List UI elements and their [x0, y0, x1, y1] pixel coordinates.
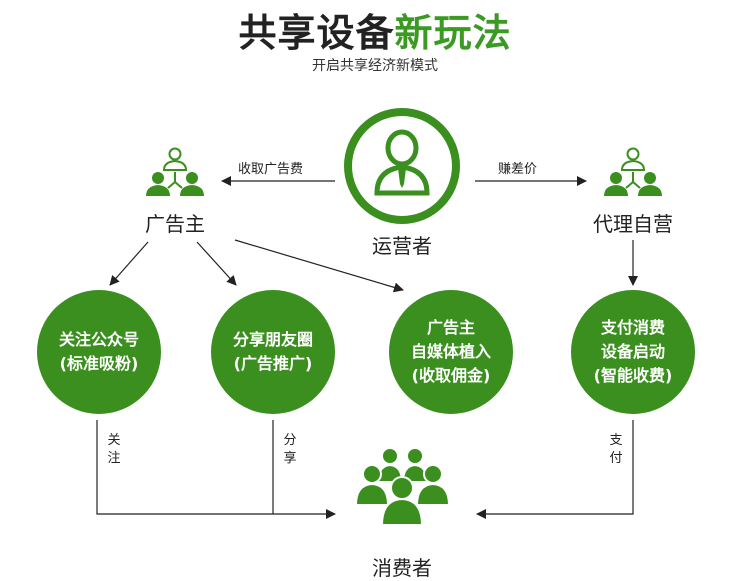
arrow-advertiser-to-circle-2 [196, 241, 237, 286]
circle-4-line-3: (智能收费) [593, 366, 673, 385]
circle-2-line-1: 分享朋友圈 [232, 330, 313, 349]
title-part-1: 共享设备 [238, 11, 395, 55]
edge-label-follow: 关注 [107, 433, 121, 466]
circle-follow-official-account: 关注公众号 (标准吸粉) [37, 290, 161, 414]
advertiser-group-icon [146, 147, 204, 196]
consumer-crowd-icon [354, 447, 451, 526]
edge-label-collect-ad-fee: 收取广告费 [238, 162, 304, 177]
line-circle-1-to-consumer [96, 420, 336, 519]
line-circle-4-to-consumer [476, 420, 634, 519]
circle-3-line-2: 自媒体植入 [410, 342, 491, 361]
node-consumer: 消费者 [372, 556, 432, 580]
node-advertiser: 广告主 [145, 212, 205, 236]
arrow-advertiser-to-circle-3 [234, 239, 404, 293]
edge-label-pay: 支付 [609, 433, 623, 466]
page-subtitle: 开启共享经济新模式 [312, 58, 438, 74]
circle-2-line-2: (广告推广) [233, 354, 313, 373]
edge-label-share: 分享 [283, 433, 297, 466]
title-part-2: 新玩法 [394, 11, 512, 55]
circle-4-line-2: 设备启动 [600, 342, 665, 361]
circle-3-line-3: (收取佣金) [411, 366, 491, 385]
circle-pay-and-start: 支付消费 设备启动 (智能收费) [571, 290, 695, 414]
page-title: 共享设备新玩法 [0, 2, 750, 57]
circle-3-line-1: 广告主 [426, 318, 475, 337]
circle-1-line-1: 关注公众号 [58, 330, 139, 349]
operator-icon [344, 108, 460, 224]
agent-group-icon [604, 147, 662, 196]
arrow-advertiser-to-circle-1 [109, 241, 149, 286]
circle-share-moments: 分享朋友圈 (广告推广) [211, 290, 335, 414]
node-operator: 运营者 [372, 234, 432, 258]
circle-1-line-2: (标准吸粉) [59, 354, 139, 373]
edge-label-earn-margin: 赚差价 [498, 162, 538, 177]
circle-4-line-1: 支付消费 [600, 318, 665, 337]
circle-advertiser-self-media: 广告主 自媒体植入 (收取佣金) [389, 290, 513, 414]
node-agent: 代理自营 [593, 212, 673, 236]
